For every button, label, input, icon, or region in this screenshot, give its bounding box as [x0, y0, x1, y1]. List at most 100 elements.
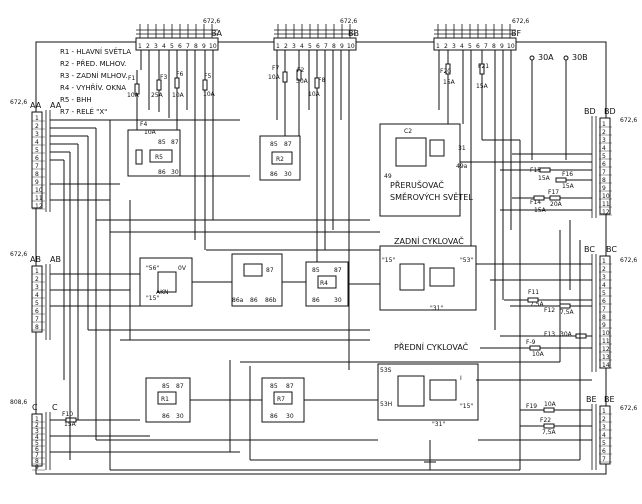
- aa-pin-11: 11: [35, 195, 43, 202]
- relay-r7-label: R7: [277, 396, 285, 403]
- akn-unit: "56" 0V AKN "15": [139, 257, 193, 307]
- fuse-f4-rating: 10A: [144, 129, 157, 136]
- flasher-title2: SMĚROVÝCH SVĚTEL: [390, 191, 473, 202]
- legend-item-r2: R2 - PŘED. MLHOV.: [60, 59, 126, 68]
- aa-pin-12: 12: [35, 203, 43, 210]
- aa-pin-8: 8: [35, 171, 39, 178]
- fuse-f9: [529, 345, 541, 351]
- be-pin-2: 2: [602, 416, 606, 423]
- aa-code: 672,6: [10, 99, 27, 106]
- ab-pin-3: 3: [35, 284, 39, 291]
- relay-r2: R2 85 87 86 30: [259, 135, 301, 181]
- fuse-f1-rating: 10A: [127, 92, 140, 99]
- diode-86b: 86b: [265, 297, 277, 304]
- flasher-unit: C2 31 49 49a PŘERUŠOVAČ SMĚROVÝCH SVĚTEL: [379, 123, 473, 217]
- fuse-f20-label: F20: [440, 68, 451, 75]
- akn-p15: "15": [146, 295, 159, 302]
- r7-pin86: 86: [270, 413, 278, 420]
- bd-pin-3: 3: [602, 137, 606, 144]
- relay-r1: R1 85 87 86 30: [145, 377, 191, 423]
- bc-pin-7: 7: [602, 306, 606, 313]
- bd-pin-4: 4: [602, 145, 606, 152]
- ba-pin: 6: [178, 43, 182, 50]
- fuse-f17: [549, 195, 561, 201]
- bc-pin-6: 6: [602, 298, 606, 305]
- fuse-f16-rating: 15A: [562, 183, 575, 190]
- front-wiper-title: PŘEDNÍ CYKLOVAČ: [394, 341, 469, 352]
- flasher-c2: C2: [404, 128, 412, 135]
- bc-label: BC: [584, 245, 595, 254]
- r5-pin87: 87: [171, 139, 179, 146]
- r2-pin30: 30: [284, 171, 292, 178]
- be-label: BE: [586, 395, 597, 404]
- front-wiper-p53h: 53H: [380, 401, 392, 408]
- aa-pin-9: 9: [35, 179, 39, 186]
- fuse-f2-label: F2: [297, 67, 304, 74]
- fuse-f13-rating: 30A: [560, 331, 573, 338]
- fuse-group-top: F1 10A F3 25A F6 10A F5 10A F7 10A F2 30…: [127, 50, 489, 140]
- front-wiper-p53s: 53S: [380, 367, 392, 374]
- rear-wiper-p53: "53": [460, 257, 473, 264]
- fuse-f7: [282, 71, 288, 83]
- r4-pin87: 87: [334, 267, 342, 274]
- be-pin-5: 5: [602, 440, 606, 447]
- aa-pin-6: 6: [35, 155, 39, 162]
- aa-pin-4: 4: [35, 139, 39, 146]
- ba-pin: 5: [170, 43, 174, 50]
- bb-pin: 2: [284, 43, 288, 50]
- relay-r5-label: R5: [155, 154, 163, 161]
- fuse-f19: [543, 407, 555, 413]
- fuse-f6-label: F6: [176, 71, 183, 78]
- supply-30b: 30B: [572, 53, 588, 62]
- connector-aa: 672,6 AA AA: [10, 99, 62, 212]
- bc-pin-12: 12: [602, 346, 610, 353]
- front-wiper-p15: "15": [460, 403, 473, 410]
- bb-pin: 5: [308, 43, 312, 50]
- bb-pin: 7: [324, 43, 328, 50]
- c-pin-8: 8: [35, 458, 39, 465]
- fuse-f7-rating: 10A: [268, 74, 281, 81]
- c-pin-1: 1: [35, 416, 39, 423]
- bb-pin: 6: [316, 43, 320, 50]
- bd-code: 672,6: [620, 117, 637, 124]
- bb-pin: 8: [332, 43, 336, 50]
- flasher-p31: 31: [458, 145, 466, 152]
- r7-pin87: 87: [286, 383, 294, 390]
- fuse-f12-rating: 7,5A: [560, 309, 575, 316]
- aa-pin-1: 1: [35, 115, 39, 122]
- fuse-f10-label: F10: [62, 411, 73, 418]
- bc-pin-9: 9: [602, 322, 606, 329]
- bc-pin-8: 8: [602, 314, 606, 321]
- connector-bb: 1 2 3 4 5 6 7 8 9 10 672,6 BB: [273, 18, 359, 51]
- bd-pin-1: 1: [602, 121, 606, 128]
- bc-pin-13: 13: [602, 354, 610, 361]
- legend-item-r3: R3 - ZADNÍ MLHOV.: [60, 71, 128, 80]
- be-pin-3: 3: [602, 424, 606, 431]
- wiring: [50, 50, 592, 471]
- aa-label-2: AA: [50, 101, 62, 110]
- legend-item-r5: R5 - BHH: [60, 96, 92, 104]
- ba-pin: 2: [146, 43, 150, 50]
- ba-pin: 7: [186, 43, 190, 50]
- flasher-title1: PŘERUŠOVAČ: [390, 179, 444, 190]
- akn-p56: "56": [146, 265, 159, 272]
- fuse-f12: [559, 303, 571, 309]
- bc-pin-14: 14: [602, 362, 610, 369]
- bc-pin-10: 10: [602, 330, 610, 337]
- fuse-f16: [555, 177, 567, 183]
- relay-r7: R7 85 87 86 30: [261, 377, 305, 423]
- bb-pin: 10: [347, 43, 355, 50]
- bb-pin: 9: [340, 43, 344, 50]
- fuse-f21-label: F21: [478, 63, 489, 70]
- fuse-f2-rating: 30A: [296, 78, 309, 85]
- bd-label-2: BD: [604, 107, 616, 116]
- r4-pin86: 86: [312, 297, 320, 304]
- ba-pin: 1: [138, 43, 142, 50]
- c-pin-3: 3: [35, 428, 39, 435]
- legend-item-r7: R7 - RELÉ "X": [60, 107, 107, 116]
- r7-pin85: 85: [270, 383, 278, 390]
- bf-pin: 2: [444, 43, 448, 50]
- rear-wiper-unit: ZADNÍ CYKLOVAČ "15" "53" "31": [379, 235, 477, 312]
- bd-label: BD: [584, 107, 596, 116]
- fuse-f3: [156, 79, 162, 91]
